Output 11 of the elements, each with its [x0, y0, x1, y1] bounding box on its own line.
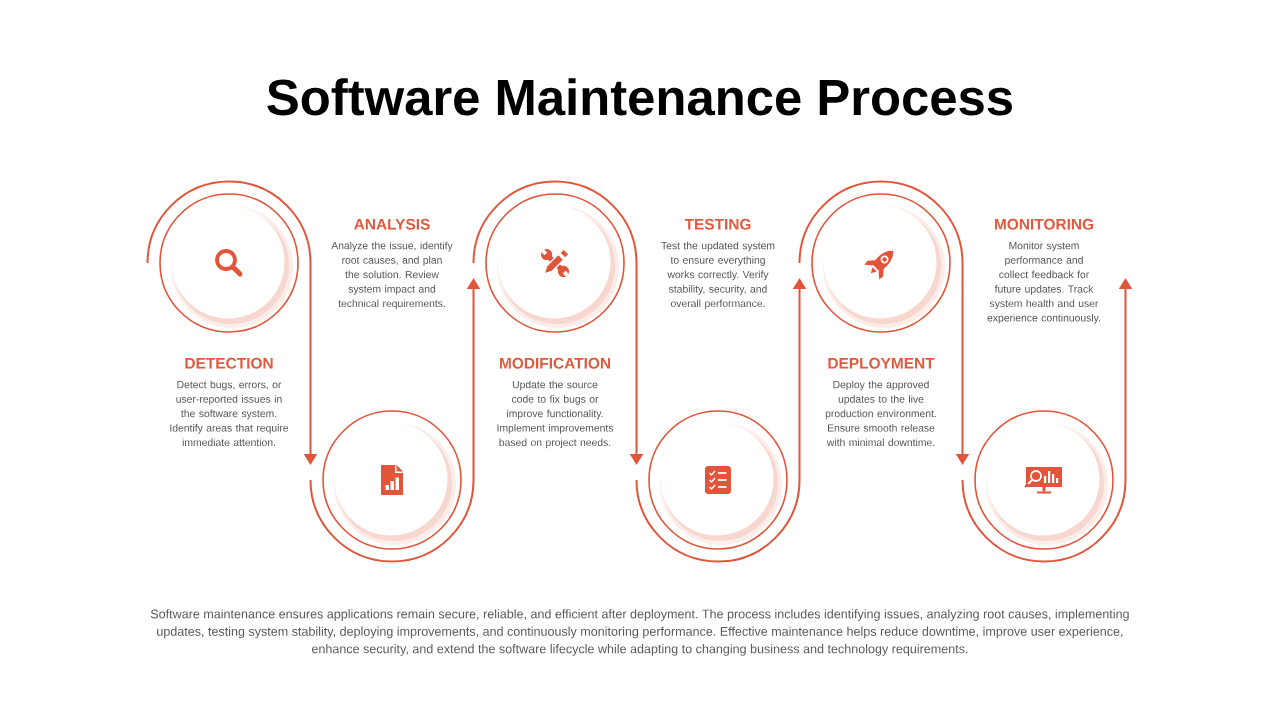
step-heading: ANALYSIS	[354, 218, 430, 230]
step-heading: TESTING	[684, 218, 751, 230]
title: Software Maintenance Process	[267, 78, 1012, 116]
caption: Software maintenance ensures applications remain secure, reliable, and efficient after deployment. The process includes identifying issues, analyzing root causes, implementing updates, testing system stability, deploying improvements, and continuously monitoring performance. Effective maintenance helps reduce downtime, improve user experience, enhance security, and extend the software lifecycle while adapting to changing business and technology requirements.	[150, 609, 1129, 656]
step-description: Monitor system performance and collect feedback for future updates. Track system health and user experience continuously.	[987, 241, 1100, 324]
step-heading: MONITORING	[995, 218, 1094, 230]
step-description: Detect bugs, errors, or user-reported issues in the software system. Identify areas that require immediate attention.	[170, 380, 289, 447]
step-description: Analyze the issue, identify root causes, and plan the solution. Review system impact and technical requirements.	[331, 241, 453, 310]
step-description: Deploy the approved updates to the live production environment. Ensure smooth release with minimal downtime.	[825, 380, 936, 447]
step-description: Update the source code to fix bugs or improve functionality. Implement improvements based on project needs.	[497, 380, 614, 449]
step-description: Test the updated system to ensure everything works correctly. Verify stability, security, and overall performance.	[661, 241, 775, 310]
